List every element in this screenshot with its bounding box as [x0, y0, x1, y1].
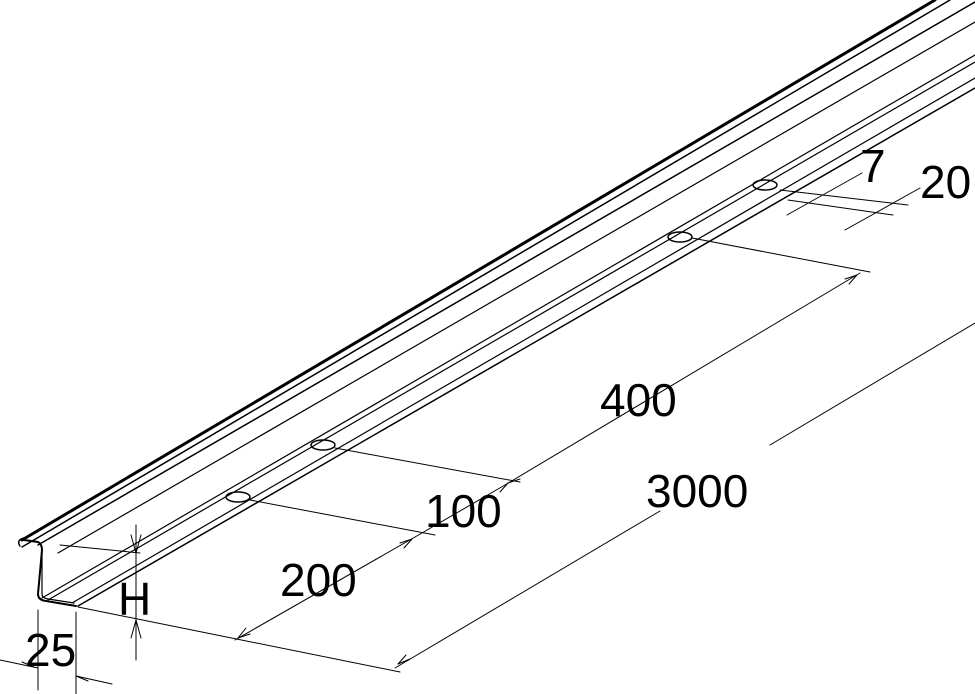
- arrowhead: [237, 627, 251, 639]
- slot: [752, 179, 778, 191]
- length-extension: [77, 606, 401, 673]
- slot1-extension: [249, 499, 436, 536]
- dim-400-line: [504, 272, 861, 486]
- flange-extensions: [37, 609, 77, 694]
- slot2-extension: [334, 447, 521, 483]
- arrowhead: [499, 478, 521, 493]
- bottom-slot-line-1: [71, 77, 975, 604]
- dim-400-label: 400: [600, 374, 677, 426]
- top-lip-lower: [21, 0, 951, 548]
- dim-200-line: [234, 536, 416, 641]
- top-lip-inner: [17, 537, 25, 547]
- slot: [667, 231, 693, 243]
- slot: [225, 491, 251, 503]
- dim-7-label: 7: [860, 140, 886, 192]
- web-upper-line: [57, 21, 975, 554]
- dim-20-label: 20: [920, 156, 972, 208]
- arrowheads: [21, 274, 858, 682]
- slot-width-extensions: [779, 189, 909, 216]
- dim-h-label: H: [118, 573, 152, 625]
- dim-25-label: 25: [25, 624, 77, 676]
- arrowhead: [844, 274, 858, 285]
- arrowhead: [399, 538, 413, 549]
- bottom-outer-edge: [77, 87, 975, 607]
- dim-200-label: 200: [280, 554, 357, 606]
- dim-7-line: [786, 172, 863, 216]
- top-lip-edge: [20, 0, 937, 542]
- dim-20-line: [844, 187, 921, 231]
- arrowhead: [130, 618, 142, 639]
- bottom-inner-line-1: [41, 54, 975, 599]
- slots: [225, 179, 778, 503]
- slot3-extension: [691, 237, 871, 273]
- web-top-edge: [37, 1, 975, 546]
- bottom-inner-line-2: [47, 61, 975, 601]
- length-dimension-line: [394, 322, 975, 669]
- dim-3000-label: 3000: [646, 465, 749, 517]
- h-extension-top: [59, 544, 141, 554]
- slot: [310, 439, 336, 451]
- dim-25-line: [0, 659, 113, 685]
- arrowhead: [397, 654, 411, 665]
- profile-section: [23, 539, 77, 607]
- arrowhead: [130, 534, 142, 555]
- dim-100-line: [414, 484, 506, 538]
- dimension-lines: [0, 172, 975, 694]
- dim-100-label: 100: [425, 485, 502, 537]
- arrowhead: [21, 661, 89, 682]
